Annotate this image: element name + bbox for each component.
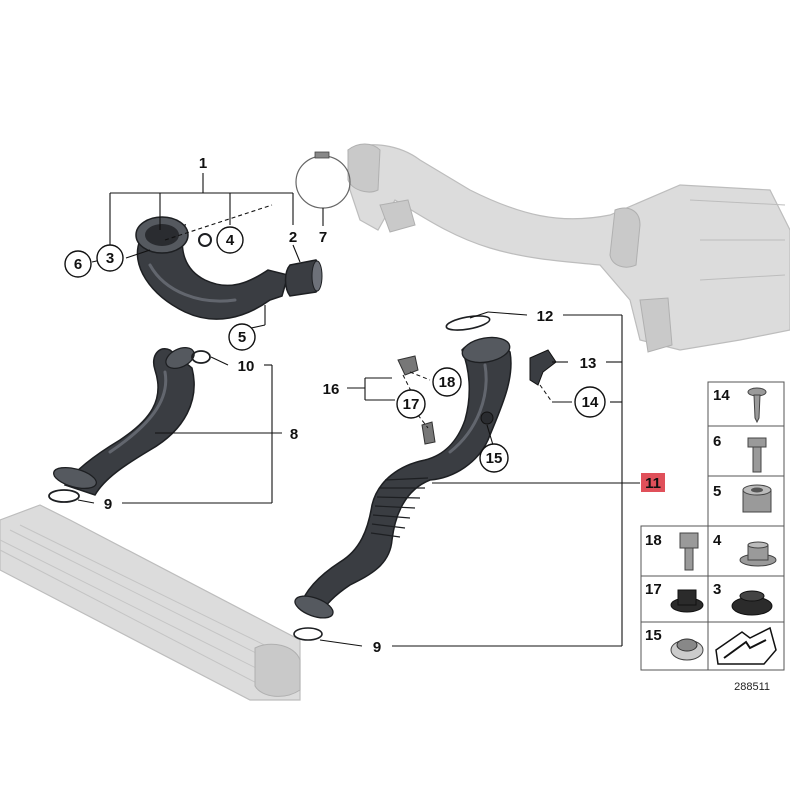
callout-11: 11 — [645, 475, 661, 492]
bolt-icon — [747, 437, 767, 473]
clip-nut-icon — [670, 638, 704, 661]
grommet-large-icon — [731, 590, 773, 616]
callout-8: 8 — [290, 426, 298, 443]
callout-4: 4 — [226, 232, 235, 249]
reference-number: 288511 — [734, 681, 770, 693]
bushing-icon — [739, 541, 777, 567]
circled-callouts: 6 3 4 5 18 17 14 15 — [64, 226, 606, 473]
legend-15: 15 — [645, 627, 662, 644]
grommet-small-icon — [670, 589, 704, 613]
air-intake-ghost — [347, 143, 790, 353]
callout-13: 13 — [580, 355, 597, 372]
callout-12: 12 — [537, 308, 554, 325]
legend-5: 5 — [713, 483, 721, 500]
legend-18: 18 — [645, 532, 662, 549]
legend-17: 17 — [645, 581, 662, 598]
callout-1: 1 — [199, 155, 207, 172]
callout-14: 14 — [582, 394, 599, 411]
callout-10: 10 — [238, 358, 255, 375]
charge-pipe-1 — [135, 204, 289, 320]
callout-9-left: 9 — [104, 496, 112, 513]
hose-clamp-7 — [295, 151, 351, 209]
callout-2: 2 — [289, 229, 297, 246]
callout-17: 17 — [403, 396, 420, 413]
callout-6: 6 — [74, 256, 82, 273]
screw-icon — [747, 387, 767, 424]
callout-9-bottom: 9 — [373, 639, 381, 656]
callout-18: 18 — [439, 374, 456, 391]
callout-16: 16 — [323, 381, 340, 398]
callout-3: 3 — [106, 250, 114, 267]
intercooler-ghost — [0, 504, 301, 701]
legend-4: 4 — [713, 532, 722, 549]
nut-icon — [742, 484, 772, 513]
coupling-sleeve-2 — [284, 259, 323, 297]
callout-7: 7 — [319, 229, 327, 246]
legend-14: 14 — [713, 387, 730, 404]
callout-labels: 1 2 7 10 8 9 9 12 13 16 — [104, 155, 597, 656]
legend-3: 3 — [713, 581, 721, 598]
legend-6: 6 — [713, 433, 721, 450]
orientation-arrow-icon — [715, 626, 777, 665]
callout-15: 15 — [486, 450, 503, 467]
flange-bolt-icon — [679, 532, 699, 571]
charge-pipe-8 — [48, 347, 211, 503]
callout-11-highlight: 11 — [641, 473, 665, 492]
small-parts-legend: 14 6 5 18 4 17 3 15 — [640, 381, 785, 693]
charge-pipe-11 — [293, 315, 557, 641]
callout-5: 5 — [238, 329, 246, 346]
